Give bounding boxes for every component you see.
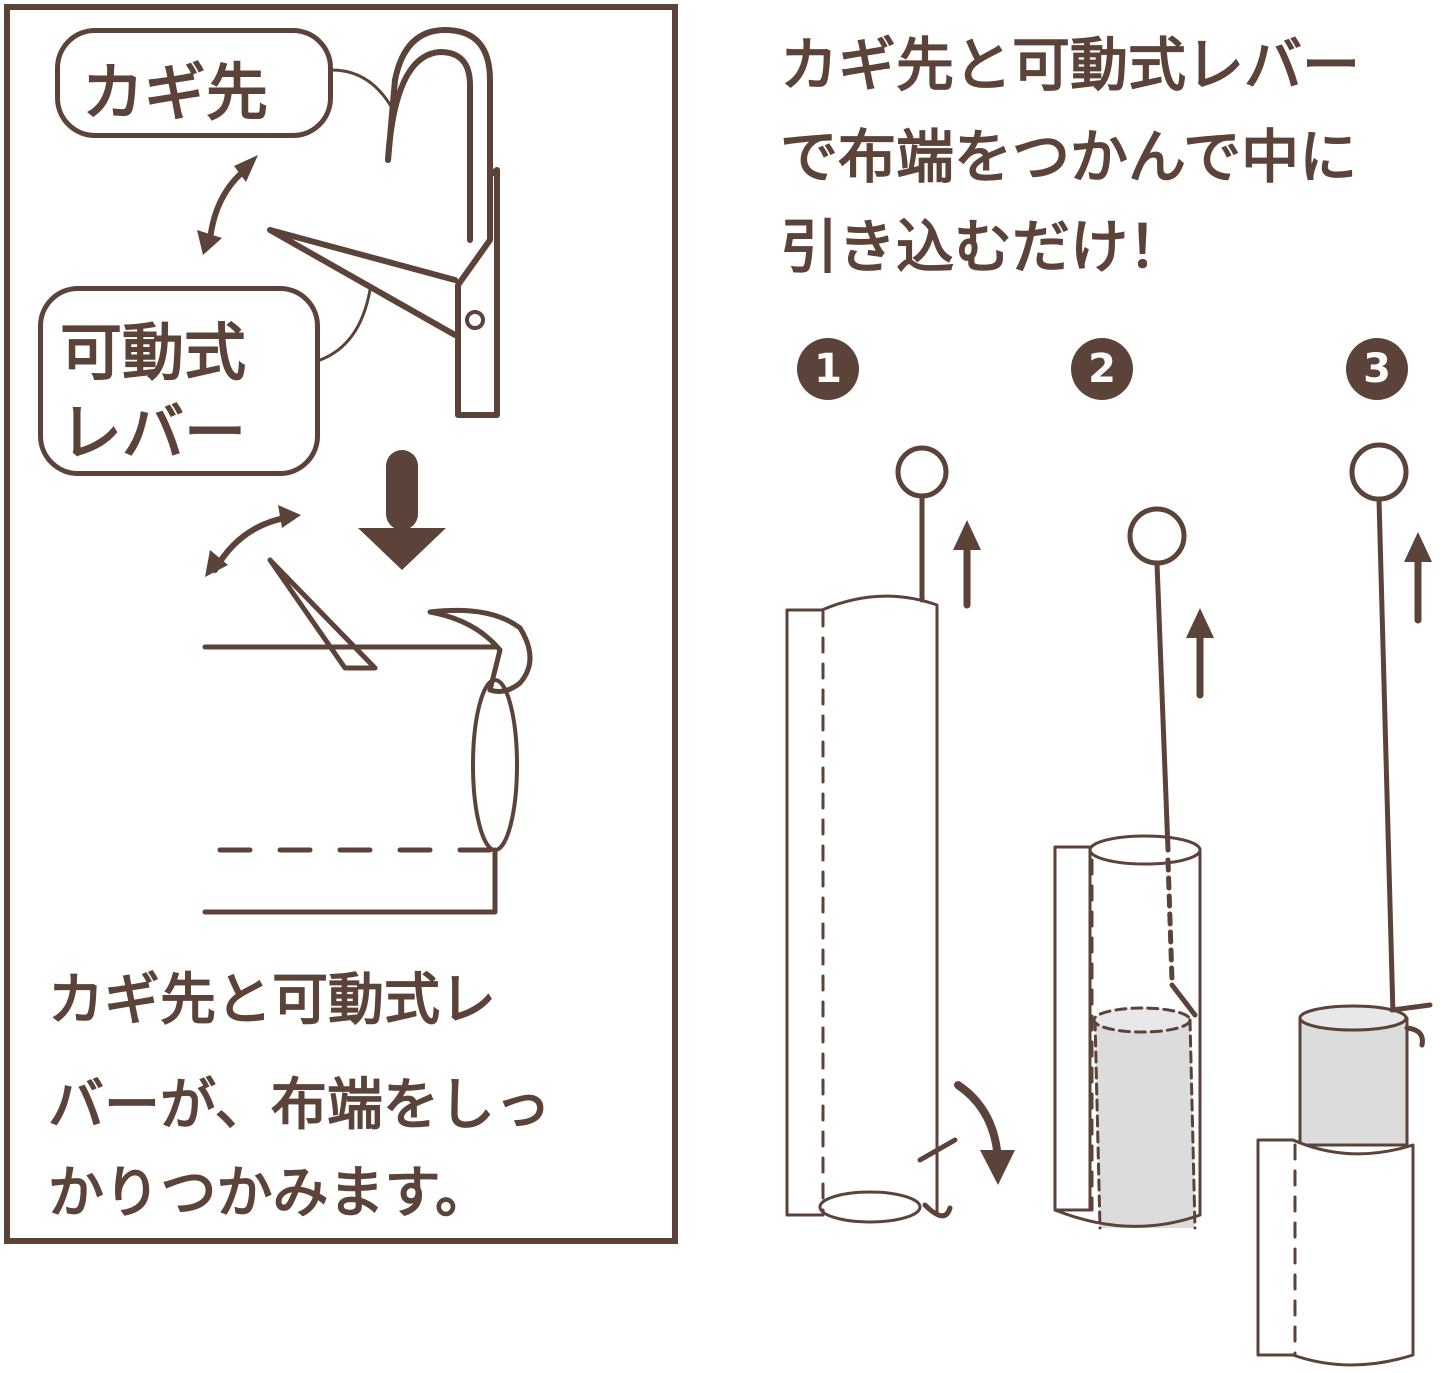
caption-line-2: バーが、布端をしっ [48,1073,551,1138]
step2-illustration [1053,506,1204,1230]
lever-label-box [38,286,320,476]
hook-tool-icon [267,27,500,418]
lever-label-line1: 可動式 [60,316,247,389]
hook-gripping-fabric-icon [202,514,533,915]
step-3-badge: 3 [1346,338,1408,400]
heading-line-1: カギ先と可動式レバー [780,31,1361,99]
caption-line-1: カギ先と可動式レ [48,968,496,1033]
down-arrow-icon [358,528,446,570]
step1-illustration [785,445,1002,1224]
step-2-badge: 2 [1071,338,1133,400]
hook-tip-label: カギ先 [82,56,269,129]
arrowhead-icon [278,505,301,528]
down-arrow-shaft [386,450,418,530]
arrowhead-icon [205,550,228,577]
left-panel-frame [4,4,678,1244]
arrowhead-icon [234,155,258,182]
arrowhead-icon [197,230,222,255]
step3-illustration [1256,442,1433,1367]
rotate-arrow-icon [207,167,248,243]
hook-tip-label-box [55,28,333,138]
step-1-badge: 1 [797,338,859,400]
caption-line-3: かりつかみます。 [48,1161,491,1226]
heading-line-3: 引き込むだけ！ [780,213,1187,281]
heading-line-2: で布端をつかんで中に [780,123,1358,191]
lever-label-line2: レバー [60,396,247,469]
